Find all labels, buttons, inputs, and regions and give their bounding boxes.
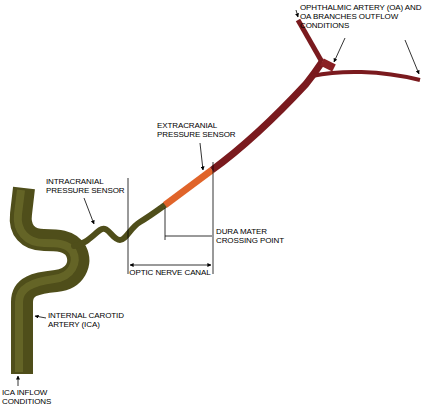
oa-extracranial (212, 62, 322, 170)
oa-branch-stub (322, 62, 334, 68)
oa-branch-right (312, 72, 420, 80)
part-label: DURA MATER CROSSING POINT (216, 227, 296, 245)
part-label: INTERNAL CAROTID ARTERY (ICA) (48, 311, 138, 329)
part-label: OPTIC NERVE CANAL (118, 268, 222, 277)
leader-line (334, 38, 345, 62)
canal-dimension (130, 265, 211, 266)
dura-mark (165, 208, 166, 240)
oa-canal-segment (165, 170, 212, 205)
canal-bound (213, 162, 214, 274)
part-label: EXTRACRANIAL PRESSURE SENSOR (157, 121, 247, 139)
leader-line (296, 10, 298, 17)
part-label: ICA INFLOW CONDITIONS (2, 388, 64, 406)
leader-line (165, 236, 212, 237)
leader-line (405, 40, 419, 74)
canal-bound (128, 178, 129, 274)
part-label: INTRACRANIAL PRESSURE SENSOR (46, 177, 131, 195)
leader-line (84, 198, 94, 224)
leader-line (200, 143, 203, 170)
oa-intracranial (74, 205, 165, 246)
part-label: OPHTHALMIC ARTERY (OA) AND OA BRANCHES O… (300, 3, 424, 30)
leader-line (35, 316, 46, 318)
ica-highlight (18, 190, 75, 372)
leader-line (18, 376, 19, 386)
